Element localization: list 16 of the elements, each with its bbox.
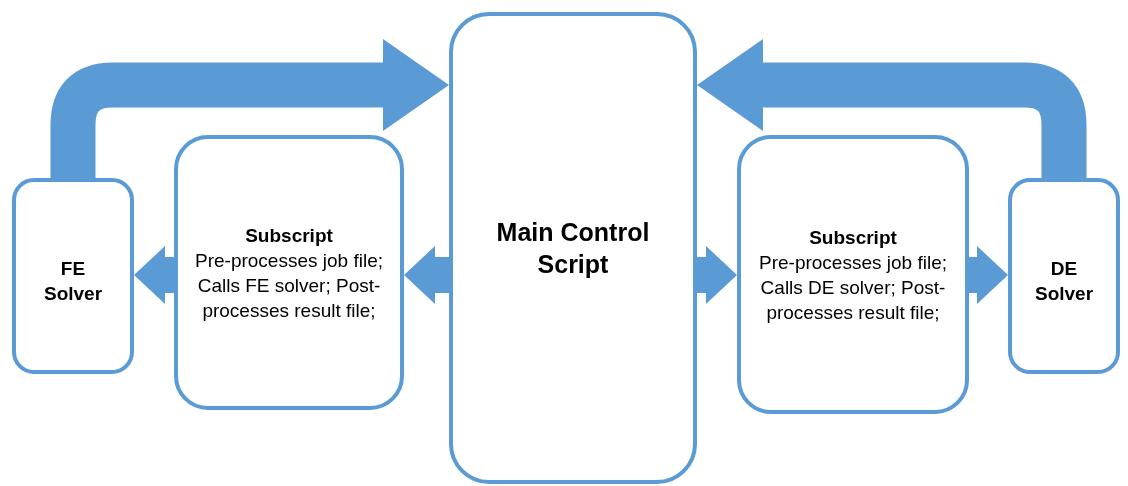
- box-description: Pre-processes job file; Calls FE solver; Post-processes result file;: [194, 248, 384, 323]
- block-arrow: [50, 39, 449, 178]
- control-script-box: [449, 12, 697, 484]
- box-title: DE Solver: [1033, 257, 1095, 306]
- box-title: Main Control Script: [495, 217, 651, 280]
- block-arrow: [404, 246, 449, 304]
- box-title: FE Solver: [42, 257, 104, 306]
- box-title: Subscript: [245, 223, 333, 248]
- block-arrow: [969, 246, 1008, 304]
- subscript-box: [174, 135, 404, 410]
- subscript-box: [737, 135, 969, 414]
- block-arrow: [134, 246, 174, 304]
- solver-box: [1008, 178, 1120, 374]
- box-title: Subscript: [809, 225, 897, 250]
- box-description: Pre-processes job file; Calls DE solver; Post-processes result file;: [758, 250, 948, 325]
- solver-box: [12, 178, 134, 374]
